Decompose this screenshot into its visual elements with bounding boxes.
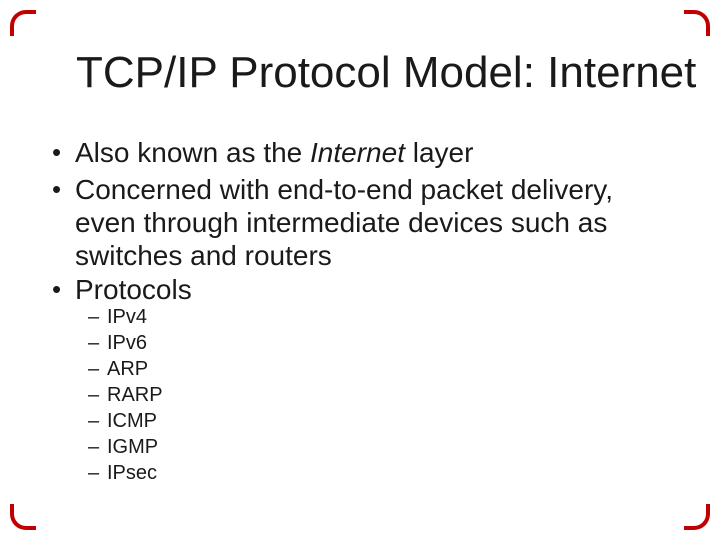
protocol-label: IPv6 (107, 332, 148, 354)
list-item: – IPv6 (88, 330, 163, 356)
list-item: • Also known as the Internet layer (52, 136, 652, 169)
bullet-text-prefix: Also known as the (75, 137, 311, 168)
dash-icon: – (88, 436, 100, 458)
dash-icon: – (88, 410, 100, 432)
corner-decoration-top-left (10, 10, 36, 36)
list-item: • Concerned with end-to-end packet deliv… (52, 173, 652, 272)
protocol-label: IPsec (107, 462, 158, 484)
list-item: – IPsec (88, 460, 163, 486)
bullet-text-italic: Internet (310, 137, 405, 168)
protocol-label: ICMP (107, 410, 157, 432)
dash-icon: – (88, 306, 100, 328)
list-item: – ICMP (88, 408, 163, 434)
corner-decoration-bottom-left (10, 504, 36, 530)
list-item: – RARP (88, 382, 163, 408)
bullet-text-suffix: layer (404, 137, 474, 168)
dash-icon: – (88, 462, 100, 484)
protocol-label: RARP (107, 384, 163, 406)
bullet-list: • Also known as the Internet layer • Con… (52, 136, 652, 306)
protocol-sublist: – IPv4 – IPv6 – ARP – RARP – ICMP – IGMP… (88, 304, 163, 486)
bullet-text: Concerned with end-to-end packet deliver… (75, 174, 614, 271)
corner-decoration-top-right (684, 10, 710, 36)
protocol-label: ARP (107, 358, 149, 380)
bullet-text: Also known as the Internet layer (75, 136, 631, 169)
dash-icon: – (88, 358, 100, 380)
bullet-icon: • (52, 174, 62, 204)
corner-decoration-bottom-right (684, 504, 710, 530)
list-item: – ARP (88, 356, 163, 382)
list-item: • Protocols (52, 273, 652, 306)
protocol-label: IPv4 (107, 306, 148, 328)
bullet-icon: • (52, 274, 62, 304)
bullet-text: Protocols (75, 274, 192, 305)
list-item: – IPv4 (88, 304, 163, 330)
protocol-label: IGMP (107, 436, 159, 458)
slide-title: TCP/IP Protocol Model: Internet (76, 48, 697, 97)
list-item: – IGMP (88, 434, 163, 460)
dash-icon: – (88, 384, 100, 406)
dash-icon: – (88, 332, 100, 354)
bullet-icon: • (52, 137, 62, 167)
